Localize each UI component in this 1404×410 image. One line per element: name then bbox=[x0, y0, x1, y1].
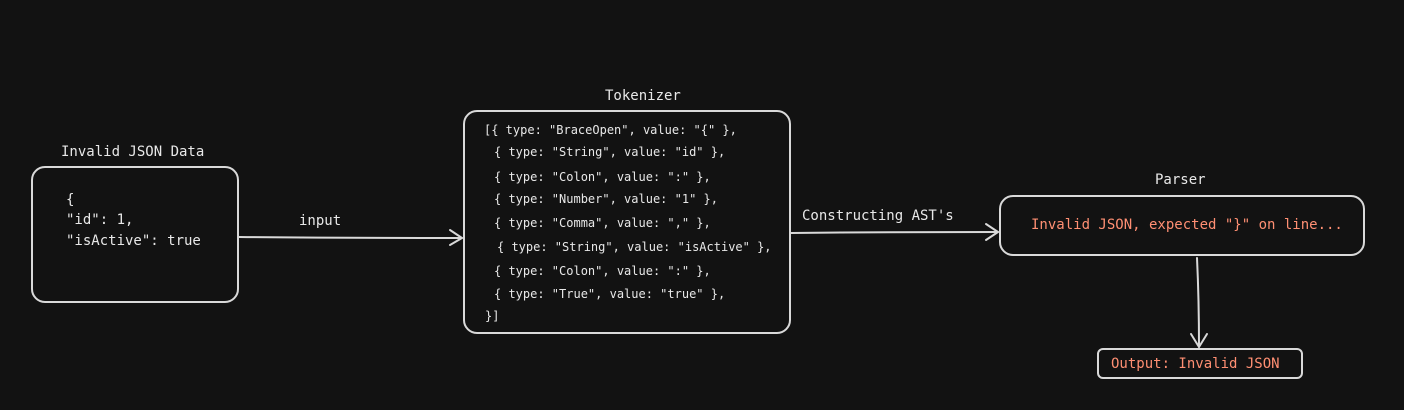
token-line-3: { type: "Colon", value: ":" }, bbox=[494, 170, 711, 184]
input-line-3: "isActive": true bbox=[66, 233, 201, 249]
parser-error-message: Invalid JSON, expected "}" on line... bbox=[1031, 217, 1343, 233]
arrow-ast bbox=[790, 231, 999, 234]
token-line-6: { type: "String", value: "isActive" }, bbox=[497, 240, 772, 254]
edge-label-input: input bbox=[299, 213, 342, 229]
edge-label-ast: Constructing AST's bbox=[802, 208, 954, 224]
input-line-2: "id": 1, bbox=[66, 212, 134, 228]
token-line-1: [{ type: "BraceOpen", value: "{" }, bbox=[484, 123, 737, 137]
parser-node-box bbox=[999, 195, 1365, 256]
token-line-5: { type: "Comma", value: "," }, bbox=[494, 216, 711, 230]
tokenizer-node-box bbox=[463, 110, 791, 334]
input-node-box bbox=[31, 166, 239, 303]
arrowhead-ast bbox=[985, 223, 999, 241]
arrowhead-input bbox=[449, 229, 463, 246]
token-line-2: { type: "String", value: "id" }, bbox=[494, 145, 726, 159]
arrow-input bbox=[238, 236, 463, 239]
token-line-4: { type: "Number", value: "1" }, bbox=[494, 192, 718, 206]
token-line-7: { type: "Colon", value: ":" }, bbox=[494, 264, 711, 278]
token-line-8: { type: "True", value: "true" }, bbox=[494, 287, 726, 301]
tokenizer-node-title: Tokenizer bbox=[605, 88, 681, 104]
arrow-output bbox=[1196, 257, 1200, 348]
arrowhead-output bbox=[1190, 333, 1208, 348]
output-text: Output: Invalid JSON bbox=[1111, 356, 1280, 372]
output-node-box bbox=[1097, 348, 1303, 379]
token-line-9: }] bbox=[485, 309, 500, 323]
input-node-title: Invalid JSON Data bbox=[61, 144, 205, 160]
input-line-1: { bbox=[66, 192, 75, 208]
parser-node-title: Parser bbox=[1155, 172, 1206, 188]
